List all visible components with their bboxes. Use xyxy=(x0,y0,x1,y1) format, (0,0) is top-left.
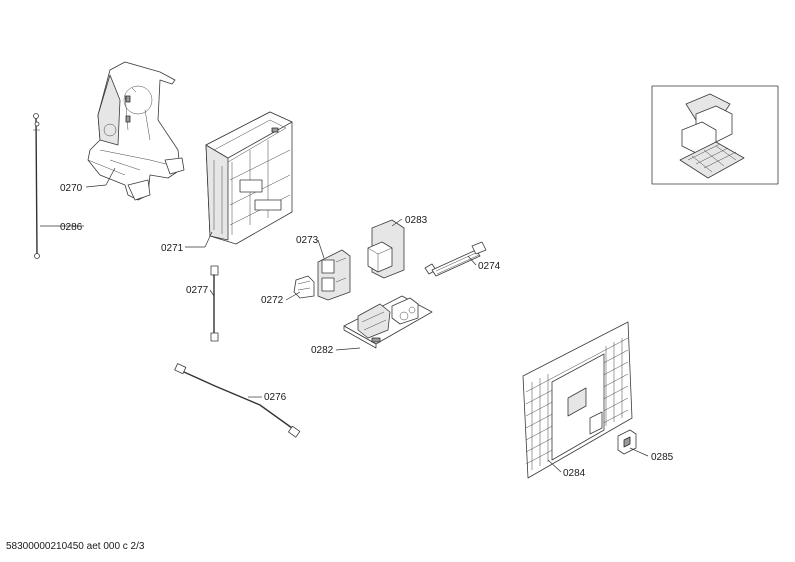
part-0276-cable xyxy=(174,363,301,438)
part-0274-connector-cable xyxy=(424,241,487,277)
label-0273: 0273 xyxy=(296,235,319,246)
label-0270: 0270 xyxy=(60,183,83,194)
part-0270-bracket xyxy=(87,61,185,201)
part-0272-clip xyxy=(293,275,315,299)
leader-lines xyxy=(40,167,649,473)
part-labels: 0270 0271 0272 0273 0274 0276 0277 0282 … xyxy=(60,183,674,479)
part-0282-main-pcb xyxy=(343,295,433,349)
part-0284-rear-panel xyxy=(522,321,633,479)
part-0285-small-bracket xyxy=(617,429,637,455)
part-0277-cable xyxy=(210,265,219,342)
label-0271: 0271 xyxy=(161,243,184,254)
label-0274: 0274 xyxy=(478,261,501,272)
label-0276: 0276 xyxy=(264,392,287,403)
overview-thumbnail xyxy=(651,85,779,185)
label-0277: 0277 xyxy=(186,285,209,296)
label-0285: 0285 xyxy=(651,452,674,463)
part-0283-transformer-board xyxy=(367,219,405,279)
label-0282: 0282 xyxy=(311,345,334,356)
label-0283: 0283 xyxy=(405,215,428,226)
label-0272: 0272 xyxy=(261,295,284,306)
part-0286-rod xyxy=(33,113,40,259)
label-0286: 0286 xyxy=(60,222,83,233)
document-id: 58300000210450 aet 000 c 2/3 xyxy=(6,541,145,552)
part-0271-housing xyxy=(205,111,293,245)
label-0284: 0284 xyxy=(563,468,586,479)
part-0273-relay-board xyxy=(317,249,351,301)
